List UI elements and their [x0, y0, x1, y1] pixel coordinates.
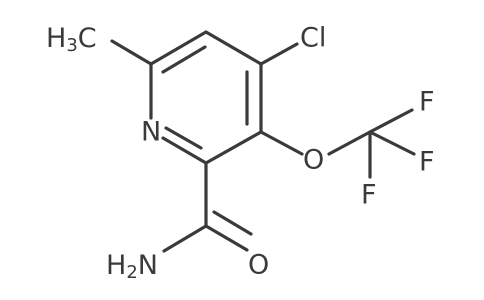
bond-c6-methyl — [110, 39, 153, 66]
fluorine-label-3: F — [361, 180, 377, 211]
bond-c5-c4 — [204, 30, 263, 66]
ether-oxygen-label: O — [303, 145, 324, 176]
bond-c2-n1 — [161, 136, 208, 165]
bond-c3-c2 — [204, 130, 263, 165]
bond-c2-n1-double — [164, 126, 203, 150]
fluorine-label-2: F — [419, 147, 435, 178]
bond-amide-c-o — [204, 224, 249, 252]
chlorine-label: Cl — [300, 23, 326, 54]
bond-amide-c-o-double — [212, 210, 253, 236]
amide-oxygen-label: O — [248, 250, 269, 281]
bond-o-cf3 — [327, 130, 372, 156]
bond-c3-o — [259, 130, 304, 156]
bond-c6-c5 — [149, 30, 208, 66]
fluorine-label-1: F — [419, 87, 435, 118]
amide-nitrogen-label: H2N — [106, 250, 158, 284]
bond-c6-c5-double — [161, 45, 207, 74]
bond-cf3-f2 — [368, 130, 416, 156]
methyl-label: H3C — [46, 23, 97, 57]
bond-amide-c-n — [162, 224, 208, 253]
bond-cf3-f1 — [368, 108, 414, 134]
bond-c4-cl — [259, 42, 299, 66]
ring-nitrogen-label: N — [141, 117, 161, 148]
